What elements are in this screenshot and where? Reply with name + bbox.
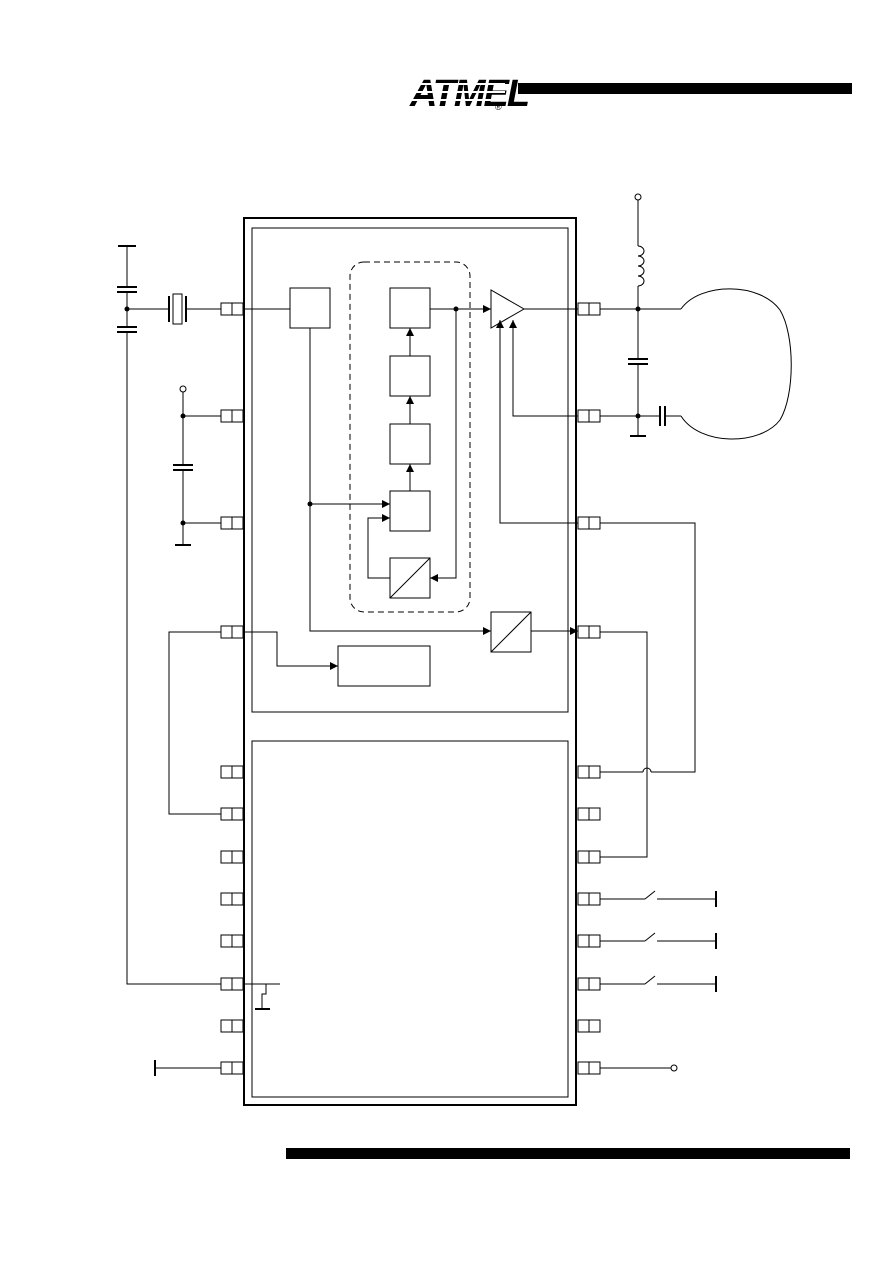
capacitor-icon [117,326,137,333]
feedback-loop-wire [168,631,221,815]
capacitor-icon [173,464,193,471]
converter-icon [490,611,532,653]
pin-l8 [220,892,244,906]
converter-icon [389,557,431,599]
pin-l2 [220,409,244,423]
pin-l11 [220,1019,244,1033]
pin-r2 [577,409,601,423]
logo-text: ATMEL [409,73,528,115]
pin-r4 [577,625,601,639]
oscillator-block [289,287,331,329]
pin-l3 [220,516,244,530]
right-interconnects [600,522,696,858]
crystal-circuit [117,245,221,985]
pin-l6 [220,807,244,821]
capacitor-icon [117,286,137,293]
charge-pump-block [389,423,431,465]
ic-package [243,217,577,1106]
pin-l10 [220,977,244,991]
pin-l5 [220,765,244,779]
antenna-circuit [600,193,792,440]
clock-divider-block [490,611,532,653]
pin-r11 [577,1019,601,1033]
pin-r3 [577,516,601,530]
internal-pulldown [243,983,280,1010]
footer-bar [286,1148,850,1159]
right-pins [577,302,601,1075]
pin-l12 [220,1061,244,1075]
power-amplifier [490,289,526,329]
pin-l7 [220,850,244,864]
pin-r5 [577,765,601,779]
loop-antenna-icon [680,288,792,440]
atmel-logo: ATMEL ® [409,73,530,115]
switch-icon [600,932,717,949]
divider-block [389,557,431,599]
pin-r8 [577,892,601,906]
pll-loop-boundary [349,261,471,613]
pin-r7 [577,850,601,864]
pin-r1 [577,302,601,316]
rf-section [251,227,569,713]
pin-r9 [577,934,601,948]
control-logic-block [337,645,431,687]
pin-r10 [577,977,601,991]
enable-circuit [154,1060,221,1076]
switch-icon [600,975,717,992]
pin-l9 [220,934,244,948]
control-section [251,740,569,1098]
switch-icon [600,890,717,907]
left-pins [220,302,244,1075]
header-bar [518,83,852,94]
registered-mark: ® [495,102,502,112]
switch-circuits [600,890,717,992]
loop-filter-block [389,355,431,397]
capacitor-icon [659,406,666,426]
pin-l4 [220,625,244,639]
pin-r12 [577,1061,601,1075]
pin-l1 [220,302,244,316]
supply-decoupling [173,385,221,546]
output-terminal [600,1064,678,1072]
vco-block [389,287,431,329]
internal-wiring [243,305,578,670]
crystal-icon [168,293,187,325]
pin-r6 [577,807,601,821]
phase-detector-block [389,490,431,532]
capacitor-icon [628,358,648,365]
inductor-icon [637,245,645,287]
